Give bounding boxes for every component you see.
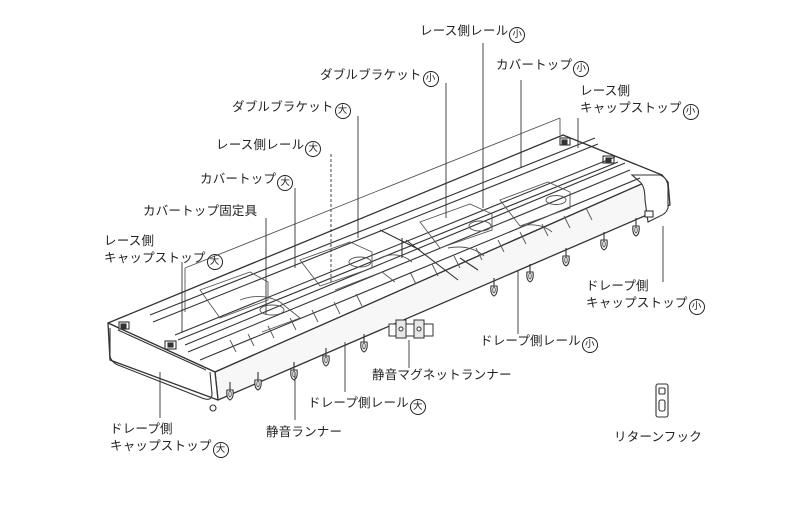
label-text: ドレープ側レール bbox=[480, 333, 581, 348]
size-mark: 大 bbox=[206, 254, 223, 270]
label-text: ダブルブラケット bbox=[232, 99, 334, 114]
label-drape-cap-stop-large: ドレープ側 キャップストップ大 bbox=[110, 420, 229, 458]
label-lace-cap-stop-small: レース側 キャップストップ小 bbox=[580, 82, 699, 120]
size-mark: 大 bbox=[334, 103, 351, 119]
label-line2: キャップストップ bbox=[586, 295, 688, 310]
label-double-bracket-large: ダブルブラケット大 bbox=[232, 98, 351, 119]
label-cover-top-small: カバートップ小 bbox=[496, 56, 590, 77]
label-line2: キャップストップ bbox=[104, 250, 206, 265]
magnet-runner-part bbox=[388, 319, 434, 339]
label-return-hook: リターンフック bbox=[614, 428, 702, 445]
label-line1: レース側 bbox=[580, 83, 631, 98]
label-lace-rail-large: レース側レール大 bbox=[216, 136, 322, 157]
label-drape-rail-small: ドレープ側レール小 bbox=[480, 332, 598, 353]
size-mark: 小 bbox=[509, 27, 526, 43]
label-lace-cap-stop-large: レース側 キャップストップ大 bbox=[104, 232, 223, 270]
label-text: レース側レール bbox=[216, 137, 305, 152]
label-text: 静音ランナー bbox=[266, 424, 343, 439]
label-double-bracket-small: ダブルブラケット小 bbox=[320, 66, 439, 87]
size-mark: 大 bbox=[409, 399, 426, 415]
label-line1: ドレープ側 bbox=[110, 421, 173, 436]
size-mark: 小 bbox=[573, 61, 590, 77]
return-hook-part bbox=[655, 383, 669, 418]
label-line2: キャップストップ bbox=[110, 438, 212, 453]
size-mark: 小 bbox=[422, 71, 439, 87]
label-text: リターンフック bbox=[614, 429, 702, 444]
label-line2: キャップストップ bbox=[580, 100, 682, 115]
size-mark: 小 bbox=[581, 337, 598, 353]
label-silent-magnet-runner: 静音マグネットランナー bbox=[372, 366, 512, 383]
label-drape-cap-stop-small: ドレープ側 キャップストップ小 bbox=[586, 277, 705, 315]
size-mark: 小 bbox=[682, 104, 699, 120]
label-text: ダブルブラケット bbox=[320, 67, 422, 82]
label-text: カバートップ固定具 bbox=[143, 203, 258, 218]
label-text: レース側レール bbox=[420, 23, 509, 38]
leader-lines bbox=[159, 43, 664, 420]
label-text: ドレープ側レール bbox=[308, 395, 409, 410]
label-cover-top-fixture: カバートップ固定具 bbox=[143, 202, 257, 219]
label-text: カバートップ bbox=[200, 171, 277, 186]
size-mark: 小 bbox=[688, 299, 705, 315]
label-cover-top-large: カバートップ大 bbox=[200, 170, 294, 191]
label-text: カバートップ bbox=[496, 57, 573, 72]
label-drape-rail-large: ドレープ側レール大 bbox=[308, 394, 426, 415]
label-silent-runner: 静音ランナー bbox=[266, 423, 342, 440]
size-mark: 大 bbox=[212, 442, 229, 458]
label-lace-rail-small: レース側レール小 bbox=[420, 22, 526, 43]
label-line1: レース側 bbox=[104, 233, 155, 248]
size-mark: 大 bbox=[277, 175, 294, 191]
label-line1: ドレープ側 bbox=[586, 278, 649, 293]
label-text: 静音マグネットランナー bbox=[372, 367, 512, 382]
size-mark: 大 bbox=[305, 141, 322, 157]
